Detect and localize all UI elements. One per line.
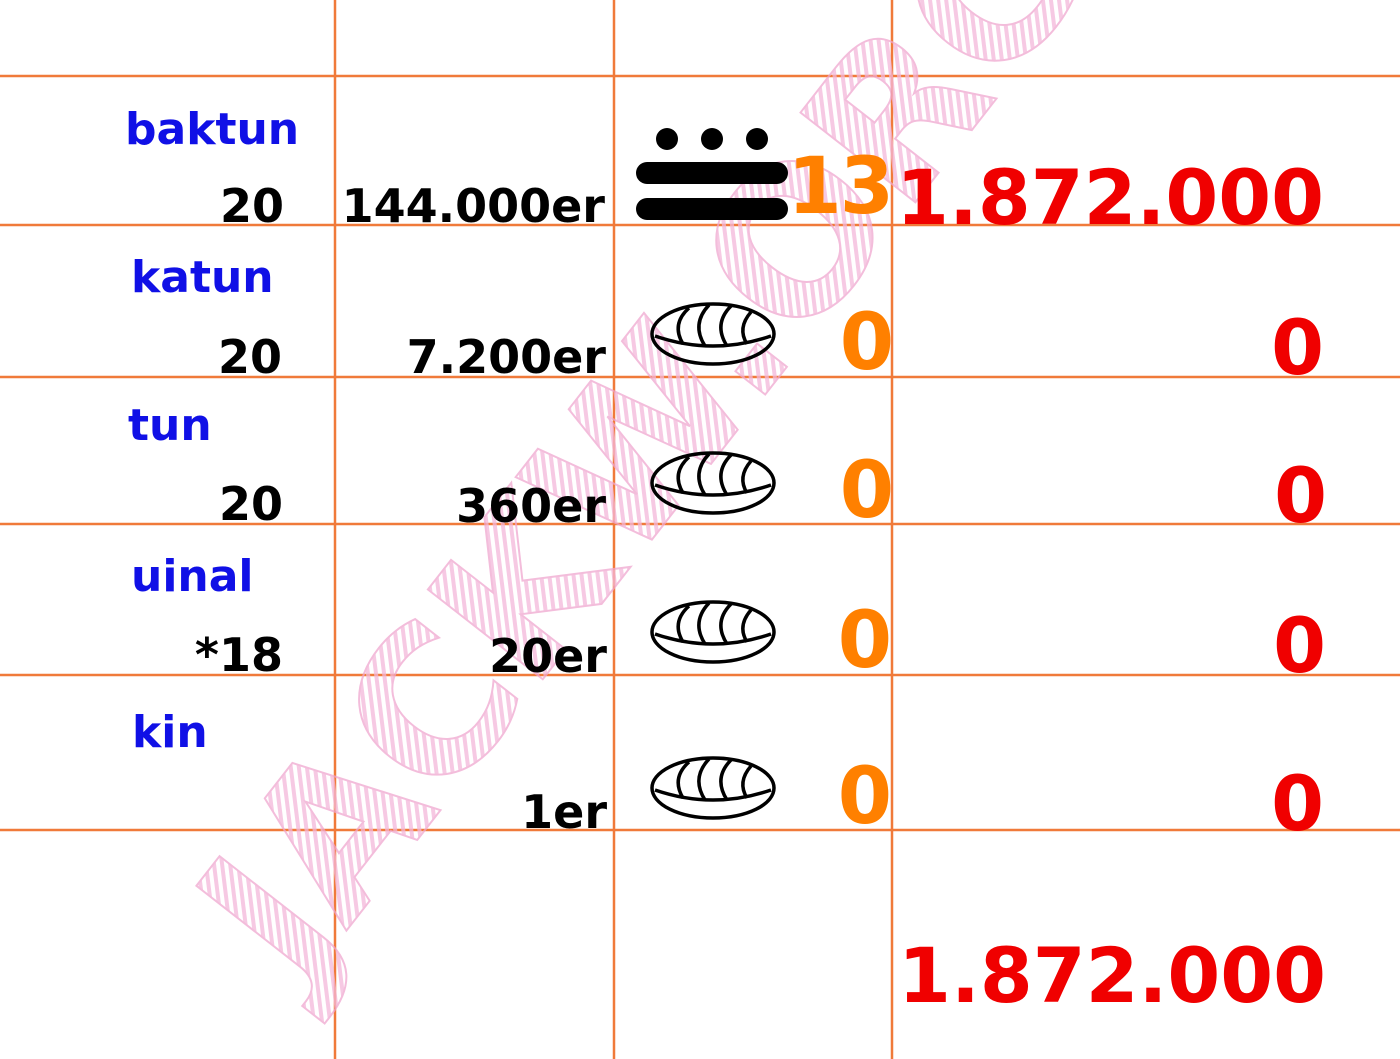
maya-digit-uinal: 0 [837,596,892,686]
factor-baktun: 20 [219,179,284,233]
product-kin: 0 [1271,759,1324,848]
product-katun: 0 [1271,303,1324,392]
maya-digit-tun: 0 [839,446,894,536]
shell-zero-icon [650,600,776,664]
maya-digit-kin: 0 [837,752,892,842]
shell-zero-icon [650,451,776,515]
place-value-uinal: 20er [489,629,607,683]
product-baktun: 1.872.000 [896,153,1324,242]
maya-digit-baktun: 13 [787,142,894,232]
product-uinal: 0 [1273,601,1326,690]
place-value-kin: 1er [521,785,607,839]
place-value-tun: 360er [456,479,606,533]
unit-label-katun: katun [131,252,274,303]
factor-katun: 20 [217,330,282,384]
factor-uinal: *18 [194,628,283,682]
place-value-katun: 7.200er [406,330,606,384]
place-value-baktun: 144.000er [341,179,605,233]
factor-tun: 20 [218,477,283,531]
shell-zero-icon [650,302,776,366]
total-sum: 1.872.000 [898,931,1326,1020]
maya-digit-katun: 0 [839,298,894,388]
unit-label-uinal: uinal [131,551,254,602]
product-tun: 0 [1274,451,1327,540]
bar-and-dot-13-icon [636,128,788,220]
unit-label-kin: kin [132,707,208,758]
unit-label-tun: tun [128,400,212,451]
shell-zero-icon [650,756,776,820]
unit-label-baktun: baktun [125,104,300,155]
